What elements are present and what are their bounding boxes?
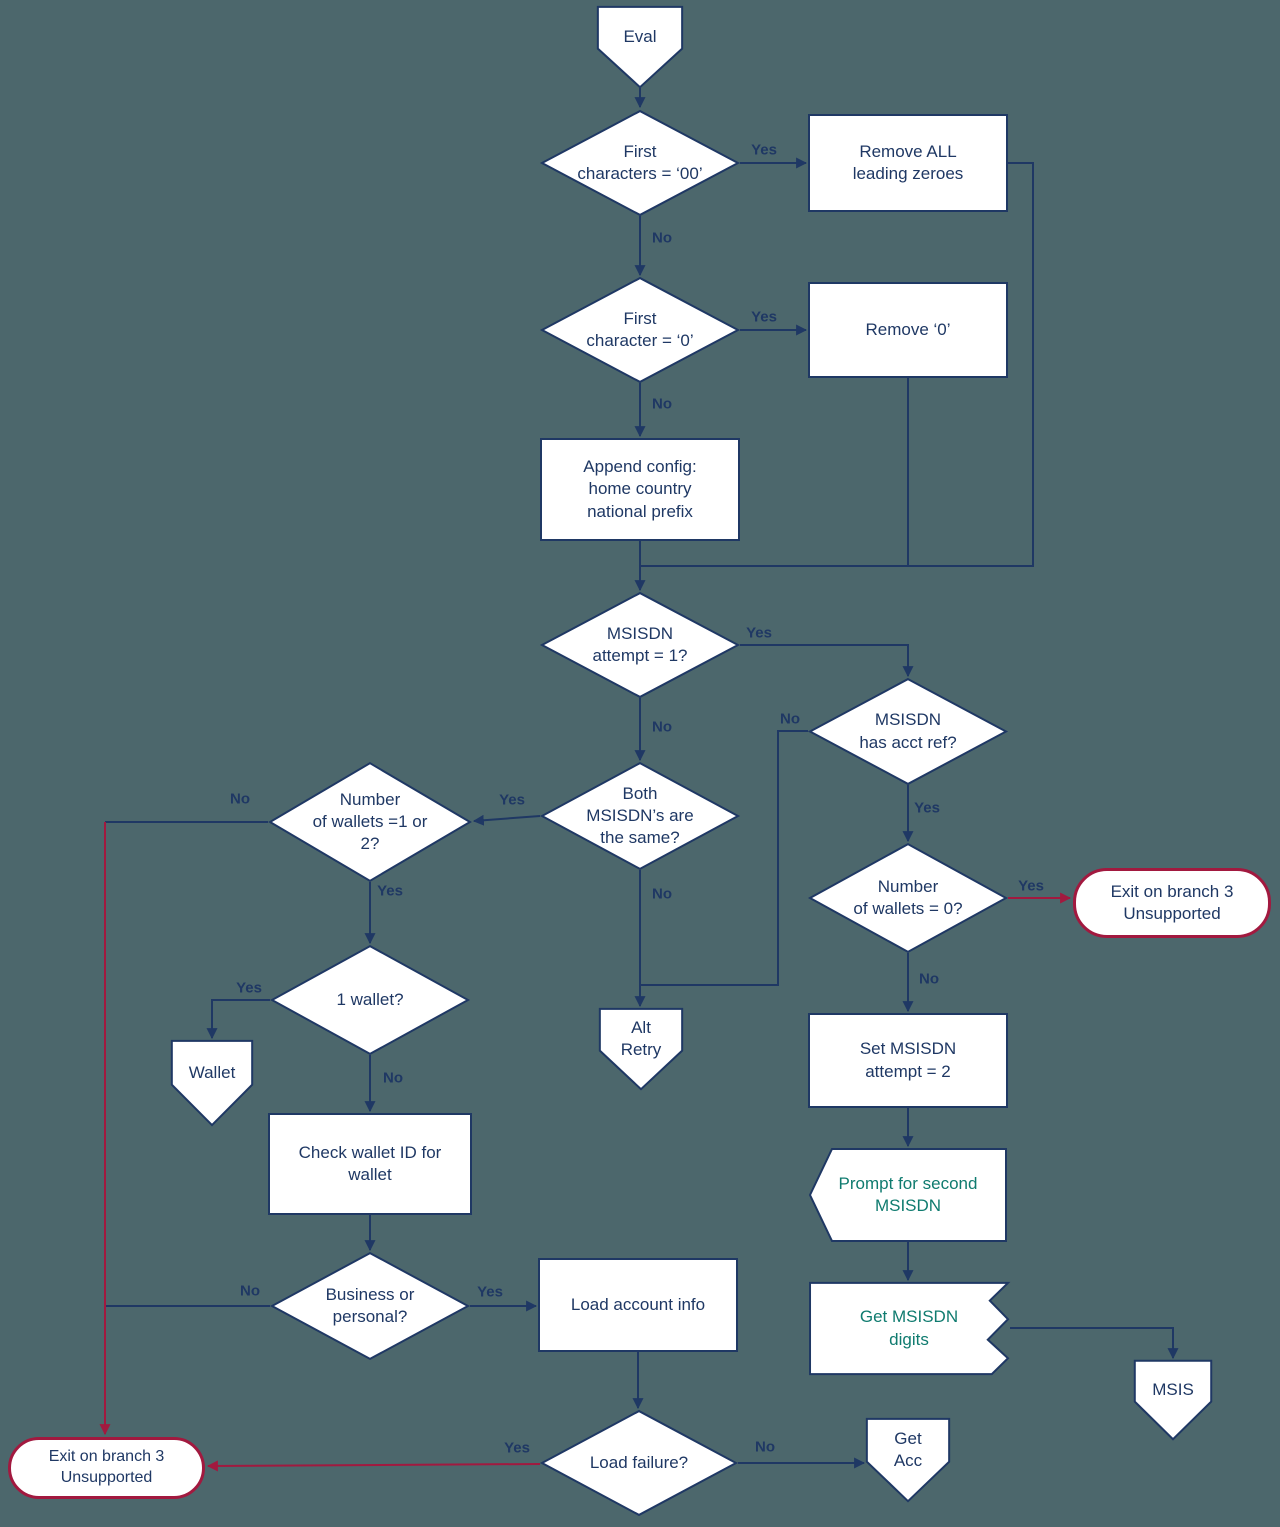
edge-label-bizpers-no: No: [240, 1282, 260, 1300]
process-check-wallet-id-label: Check wallet ID for wallet: [298, 1142, 442, 1184]
pentagon-down-shape: [599, 1008, 683, 1090]
edge-label-acctref-yes: Yes: [914, 799, 940, 817]
decision-one-wallet: 1 wallet?: [270, 945, 470, 1055]
diamond-shape: [540, 762, 740, 870]
diamond-shape: [540, 110, 740, 216]
edge-attempt-yes: [740, 644, 914, 678]
decision-first-character-0: First character = ‘0’: [540, 277, 740, 383]
decision-first-characters-00-label: First characters = ‘00’: [577, 141, 703, 183]
input-get-msisdn-digits-label: Get MSISDN digits: [859, 1307, 959, 1349]
pentagon-down-shape: [171, 1040, 253, 1126]
edge-label-wallets12-no: No: [230, 790, 250, 808]
decision-msisdn-attempt-1: MSISDN attempt = 1?: [540, 592, 740, 698]
diamond-shape: [268, 762, 472, 882]
decision-one-wallet-label: 1 wallet?: [336, 989, 404, 1009]
connector-alt-retry-label: Alt Retry: [620, 1017, 662, 1059]
edge-label-1wallet-yes: Yes: [236, 979, 262, 997]
edge-acctref-no: [640, 730, 808, 986]
process-remove-all-leading-zeroes-label: Remove ALL leading zeroes: [852, 141, 964, 183]
connector-get-acc: Get Acc: [866, 1418, 950, 1502]
decision-load-failure: Load failure?: [540, 1410, 738, 1516]
edge-label-bothsame-no: No: [652, 885, 672, 903]
decision-msisdn-has-acct-ref-label: MSISDN has acct ref?: [859, 710, 957, 752]
diamond-shape: [540, 277, 740, 383]
decision-number-wallets-1-or-2: Number of wallets =1 or 2?: [268, 762, 472, 882]
input-get-msisdn-digits: Get MSISDN digits: [808, 1282, 1010, 1375]
connector-get-acc-label: Get Acc: [893, 1428, 923, 1470]
process-remove-0-label: Remove ‘0’: [865, 319, 951, 339]
display-shape: [808, 1148, 1008, 1242]
decision-business-or-personal: Business or personal?: [270, 1252, 470, 1360]
edge-label-attempt-yes: Yes: [746, 624, 772, 642]
edge-label-bothsame-yes: Yes: [499, 791, 525, 809]
edge-label-acctref-no: No: [780, 710, 800, 728]
decision-both-msisdns-same: Both MSISDN’s are the same?: [540, 762, 740, 870]
connector-wallet: Wallet: [171, 1040, 253, 1126]
pentagon-down-shape: [866, 1418, 950, 1502]
diamond-shape: [270, 945, 470, 1055]
connector-alt-retry: Alt Retry: [599, 1008, 683, 1090]
edge-label-attempt-no: No: [652, 718, 672, 736]
process-remove-all-leading-zeroes: Remove ALL leading zeroes: [808, 114, 1008, 212]
process-load-account-info: Load account info: [538, 1258, 738, 1352]
edge-label-1wallet-no: No: [383, 1069, 403, 1087]
process-remove-0: Remove ‘0’: [808, 282, 1008, 378]
edge-label-wallets0-yes: Yes: [1018, 877, 1044, 895]
decision-msisdn-attempt-1-label: MSISDN attempt = 1?: [592, 623, 688, 665]
decision-number-wallets-0-label: Number of wallets = 0?: [853, 876, 963, 918]
pentagon-down-shape: [1134, 1360, 1212, 1440]
connector-msis: MSIS: [1134, 1360, 1212, 1440]
process-append-config: Append config: home country national pre…: [540, 438, 740, 541]
decision-first-character-0-label: First character = ‘0’: [586, 308, 694, 350]
edge-getdigits-to-msis: [1010, 1327, 1179, 1360]
decision-number-wallets-0: Number of wallets = 0?: [808, 843, 1008, 953]
process-set-msisdn-attempt-2: Set MSISDN attempt = 2: [808, 1013, 1008, 1108]
edge-label-wallets12-yes: Yes: [377, 882, 403, 900]
edge-removeall-return: [640, 162, 1034, 567]
decision-msisdn-has-acct-ref: MSISDN has acct ref?: [808, 678, 1008, 785]
process-append-config-label: Append config: home country national pre…: [583, 457, 697, 521]
edge-label-first00-no: No: [652, 229, 672, 247]
connector-wallet-label: Wallet: [188, 1062, 236, 1082]
pentagon-down-shape: [597, 6, 683, 88]
edge-bothsame-yes: [472, 814, 541, 826]
edge-label-wallets0-no: No: [919, 970, 939, 988]
terminator-exit-branch3-right: Exit on branch 3 Unsupported: [1073, 868, 1271, 938]
edge-label-first00-yes: Yes: [751, 141, 777, 159]
decision-both-msisdns-same-label: Both MSISDN’s are the same?: [586, 783, 694, 848]
terminator-exit-branch3-bottom: Exit on branch 3 Unsupported: [8, 1437, 205, 1499]
decision-first-characters-00: First characters = ‘00’: [540, 110, 740, 216]
diamond-shape: [270, 1252, 470, 1360]
edge-1wallet-yes: [206, 999, 270, 1040]
torn-edge-shape: [808, 1282, 1010, 1375]
process-load-account-info-label: Load account info: [570, 1294, 706, 1314]
diamond-shape: [808, 678, 1008, 785]
terminator-exit-branch3-bottom-label: Exit on branch 3 Unsupported: [48, 1448, 165, 1486]
edge-label-first0-no: No: [652, 395, 672, 413]
edge-label-loadfail-yes: Yes: [504, 1439, 530, 1457]
connector-eval: Eval: [597, 6, 683, 88]
process-check-wallet-id: Check wallet ID for wallet: [268, 1113, 472, 1215]
diamond-shape: [540, 592, 740, 698]
decision-load-failure-label: Load failure?: [589, 1452, 689, 1472]
edge-label-loadfail-no: No: [755, 1438, 775, 1456]
connector-eval-label: Eval: [623, 26, 657, 46]
diamond-shape: [540, 1410, 738, 1516]
edge-label-bizpers-yes: Yes: [477, 1283, 503, 1301]
connector-msis-label: MSIS: [1152, 1379, 1194, 1399]
terminator-exit-branch3-right-label: Exit on branch 3 Unsupported: [1110, 881, 1234, 923]
edge-loadfail-yes-exit: [206, 1460, 541, 1472]
diamond-shape: [808, 843, 1008, 953]
decision-number-wallets-1-or-2-label: Number of wallets =1 or 2?: [312, 789, 428, 854]
decision-business-or-personal-label: Business or personal?: [325, 1284, 415, 1326]
edge-label-first0-yes: Yes: [751, 308, 777, 326]
display-prompt-second-msisdn: Prompt for second MSISDN: [808, 1148, 1008, 1242]
process-set-msisdn-attempt-2-label: Set MSISDN attempt = 2: [859, 1039, 957, 1081]
display-prompt-second-msisdn-label: Prompt for second MSISDN: [838, 1173, 978, 1215]
